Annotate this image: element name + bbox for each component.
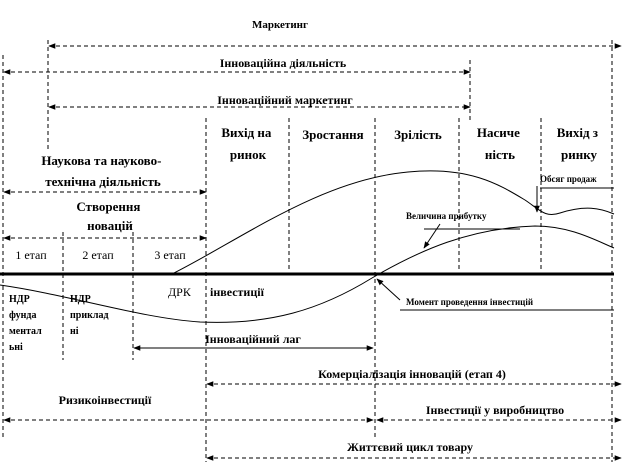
life-cycle-label: Життєвий цикл товару bbox=[347, 440, 473, 454]
stage-1-label: 1 етап bbox=[15, 248, 47, 262]
moment-label: Момент проведення інвестицій bbox=[406, 297, 533, 307]
phase-entry-line2: ринок bbox=[230, 147, 267, 162]
profit-label: Величина прибутку bbox=[406, 211, 487, 221]
phase-saturation-label: Насиче ність bbox=[477, 125, 523, 162]
ndr-fund-line4: ьні bbox=[9, 342, 23, 353]
innovation-marketing-label: Інноваційний маркетинг bbox=[217, 93, 353, 107]
ndr-fund-line2: фунда bbox=[9, 310, 37, 321]
sales-volume-curve bbox=[171, 170, 615, 275]
moment-pointer bbox=[376, 278, 401, 301]
commercialization-label: Комерціалізація інновацій (етап 4) bbox=[318, 367, 506, 381]
ndr-fund-line3: ментал bbox=[9, 326, 42, 337]
profit-curve bbox=[0, 225, 615, 323]
investments-label: інвестиції bbox=[210, 285, 265, 299]
innovation-activity-label: Інноваційна діяльність bbox=[220, 56, 347, 70]
ndr-app-line3: ні bbox=[70, 326, 79, 337]
science-line2: технічна діяльність bbox=[45, 174, 161, 189]
stage-3-label: 3 етап bbox=[154, 248, 186, 262]
phase-exit-label: Вихід з ринку bbox=[557, 125, 602, 162]
phase-entry-label: Вихід на ринок bbox=[221, 125, 274, 162]
phase-entry-line1: Вихід на bbox=[221, 125, 272, 140]
phase-maturity-label: Зрілість bbox=[394, 127, 442, 142]
marketing-label: Маркетинг bbox=[252, 19, 308, 31]
vertical-dividers bbox=[2, 40, 613, 462]
profit-pointer bbox=[423, 223, 441, 249]
creation-line2: новацій bbox=[87, 218, 133, 233]
phase-exit-line1: Вихід з bbox=[557, 125, 598, 140]
creation-label: Створення новацій bbox=[76, 199, 143, 233]
ndr-app-line1: НДР bbox=[70, 294, 91, 305]
ndr-fundamental-label: НДР фунда ментал ьні bbox=[9, 294, 44, 353]
ndr-applied-label: НДР приклад ні bbox=[70, 294, 111, 337]
phase-exit-line2: ринку bbox=[561, 147, 598, 162]
sales-volume-label: Обсяг продаж bbox=[540, 174, 597, 184]
creation-line1: Створення bbox=[76, 199, 140, 214]
risk-investments-label: Ризикоінвестиції bbox=[59, 393, 152, 407]
phase-saturation-line1: Насиче bbox=[477, 125, 520, 140]
science-line1: Наукова та науково- bbox=[41, 153, 161, 168]
stage-2-label: 2 етап bbox=[82, 248, 114, 262]
ndr-app-line2: приклад bbox=[70, 310, 109, 321]
ndr-fund-line1: НДР bbox=[9, 294, 30, 305]
science-activity-label: Наукова та науково- технічна діяльність bbox=[41, 153, 164, 189]
innovation-lag-label: Інноваційний лаг bbox=[205, 332, 301, 346]
production-investments-label: Інвестиції у виробництво bbox=[426, 403, 564, 417]
phase-growth-label: Зростання bbox=[302, 127, 363, 142]
drk-label: ДРК bbox=[168, 285, 192, 299]
phase-saturation-line2: ність bbox=[485, 147, 515, 162]
